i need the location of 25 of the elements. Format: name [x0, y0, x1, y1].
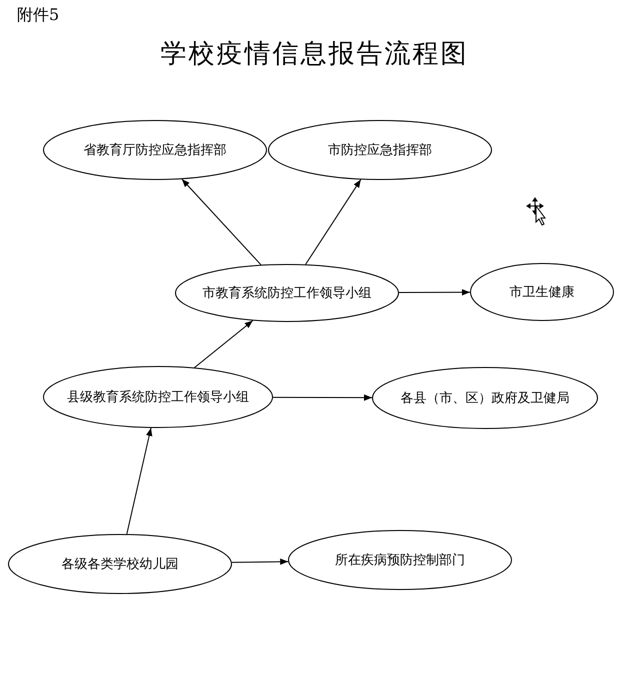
process-ellipse	[175, 264, 399, 322]
arrow	[272, 394, 372, 401]
arrow	[126, 427, 152, 535]
arrow	[231, 558, 289, 565]
process-ellipse	[288, 530, 512, 590]
node-text: 市教育系统防控工作领导小组	[202, 284, 372, 302]
arrow	[305, 179, 362, 265]
process-ellipse	[372, 367, 598, 429]
process-ellipse	[43, 120, 267, 180]
diagram-title: 学校疫情信息报告流程图	[160, 38, 470, 71]
node-text: 各级各类学校幼儿园	[60, 556, 180, 573]
node-text: 各县（市、区）政府及卫健局	[400, 390, 570, 407]
process-ellipse	[8, 534, 232, 594]
arrow	[181, 178, 262, 266]
process-ellipse	[470, 263, 614, 321]
process-ellipse	[43, 366, 273, 428]
arrow	[194, 320, 254, 368]
node-text: 省教育厅防控应急指挥部	[82, 142, 228, 159]
node-text: 市卫生健康	[508, 284, 576, 301]
node-text: 市防控应急指挥部	[327, 142, 433, 159]
process-ellipse	[268, 120, 492, 180]
arrow	[398, 289, 470, 296]
node-text: 所在疾病预防控制部门	[334, 552, 466, 569]
attachment-label: 附件5	[17, 5, 60, 26]
node-text: 县级教育系统防控工作领导小组	[66, 388, 250, 406]
